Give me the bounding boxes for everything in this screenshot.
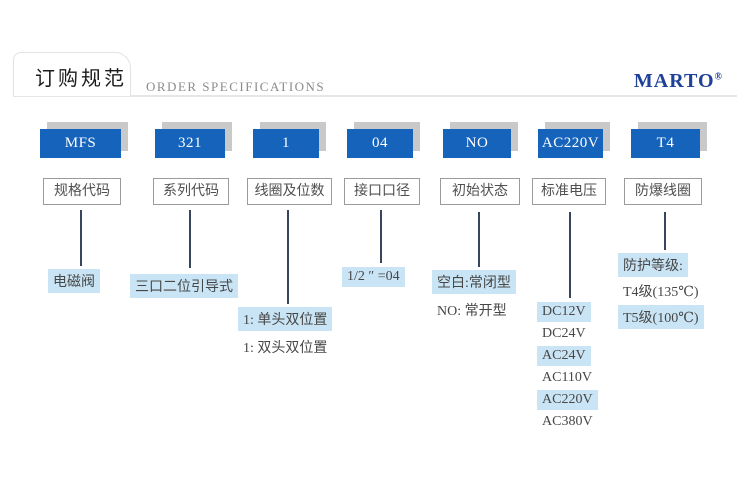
desc-item: 1: 双头双位置 [243, 341, 328, 356]
desc-item: T5级(100℃) [618, 305, 704, 329]
desc-item: AC24V [537, 346, 598, 366]
label-text: 接口口径 [354, 184, 410, 199]
desc-group-voltage: DC12V DC24V AC24V AC110V AC220V AC380V [537, 302, 598, 434]
label-box-spec: 规格代码 [43, 178, 121, 205]
code-text: NO [465, 135, 489, 151]
code-text: 321 [178, 135, 202, 151]
connector-line [664, 212, 666, 250]
label-text: 线圈及位数 [254, 184, 325, 199]
code-box-coil-positions: 1 [253, 129, 319, 158]
label-box-coil-positions: 线圈及位数 [247, 178, 332, 205]
label-text: 防爆线圈 [635, 184, 691, 199]
code-text: AC220V [541, 135, 600, 151]
label-text: 标准电压 [541, 184, 597, 199]
desc-item: 1: 单头双位置 [238, 307, 333, 331]
desc-item: 防护等级: [618, 253, 704, 277]
label-text: 规格代码 [54, 184, 110, 199]
code-box-port-size: 04 [347, 129, 413, 158]
header-divider [13, 95, 737, 97]
desc-item: AC110V [542, 370, 593, 385]
desc-item: T4级(135℃) [623, 285, 699, 300]
label-box-initial-state: 初始状态 [440, 178, 520, 205]
connector-line [189, 210, 191, 268]
code-text: 1 [282, 135, 290, 151]
connector-line [80, 210, 82, 266]
desc-item: AC380V [542, 414, 593, 429]
connector-line [569, 212, 571, 298]
connector-line [287, 210, 289, 304]
connector-line [380, 210, 382, 263]
desc-group-series: 三口二位引导式 [130, 274, 238, 302]
desc-item: 三口二位引导式 [130, 274, 238, 298]
desc-item: DC12V [537, 302, 598, 322]
brand-name: MARTO [633, 70, 715, 92]
label-box-series: 系列代码 [153, 178, 229, 205]
label-box-voltage: 标准电压 [532, 178, 606, 205]
brand-logo: MARTO® [634, 70, 723, 93]
code-box-series: 321 [155, 129, 225, 158]
desc-item: DC24V [542, 326, 586, 341]
label-box-port-size: 接口口径 [344, 178, 420, 205]
label-text: 初始状态 [452, 184, 508, 199]
label-text: 系列代码 [163, 184, 219, 199]
desc-group-port-size: 1/2 ″ =04 [342, 267, 405, 291]
connector-line [478, 212, 480, 267]
desc-group-coil-positions: 1: 单头双位置 1: 双头双位置 [238, 307, 333, 363]
code-text: 04 [372, 135, 388, 151]
code-box-explosion-proof: T4 [631, 129, 700, 158]
page-title: 订购规范 [35, 68, 127, 90]
desc-group-initial-state: 空白:常闭型 NO: 常开型 [432, 270, 516, 326]
page-subtitle-en: ORDER SPECIFICATIONS [146, 79, 326, 94]
section-title-tab: 订购规范 [13, 52, 131, 96]
desc-item: 电磁阀 [48, 269, 100, 293]
label-box-explosion-proof: 防爆线圈 [624, 178, 702, 205]
desc-group-spec: 电磁阀 [48, 269, 100, 297]
desc-item: 1/2 ″ =04 [342, 267, 405, 287]
desc-item: AC220V [537, 390, 598, 410]
desc-group-explosion-proof: 防护等级: T4级(135℃) T5级(100℃) [618, 253, 704, 331]
desc-item: 空白:常闭型 [432, 270, 516, 294]
registered-mark: ® [714, 71, 723, 83]
code-text: MFS [64, 135, 97, 151]
code-box-initial-state: NO [443, 129, 511, 158]
code-box-voltage: AC220V [538, 129, 603, 158]
desc-item: NO: 常开型 [437, 304, 507, 319]
code-box-spec: MFS [40, 129, 121, 158]
code-text: T4 [656, 135, 675, 151]
